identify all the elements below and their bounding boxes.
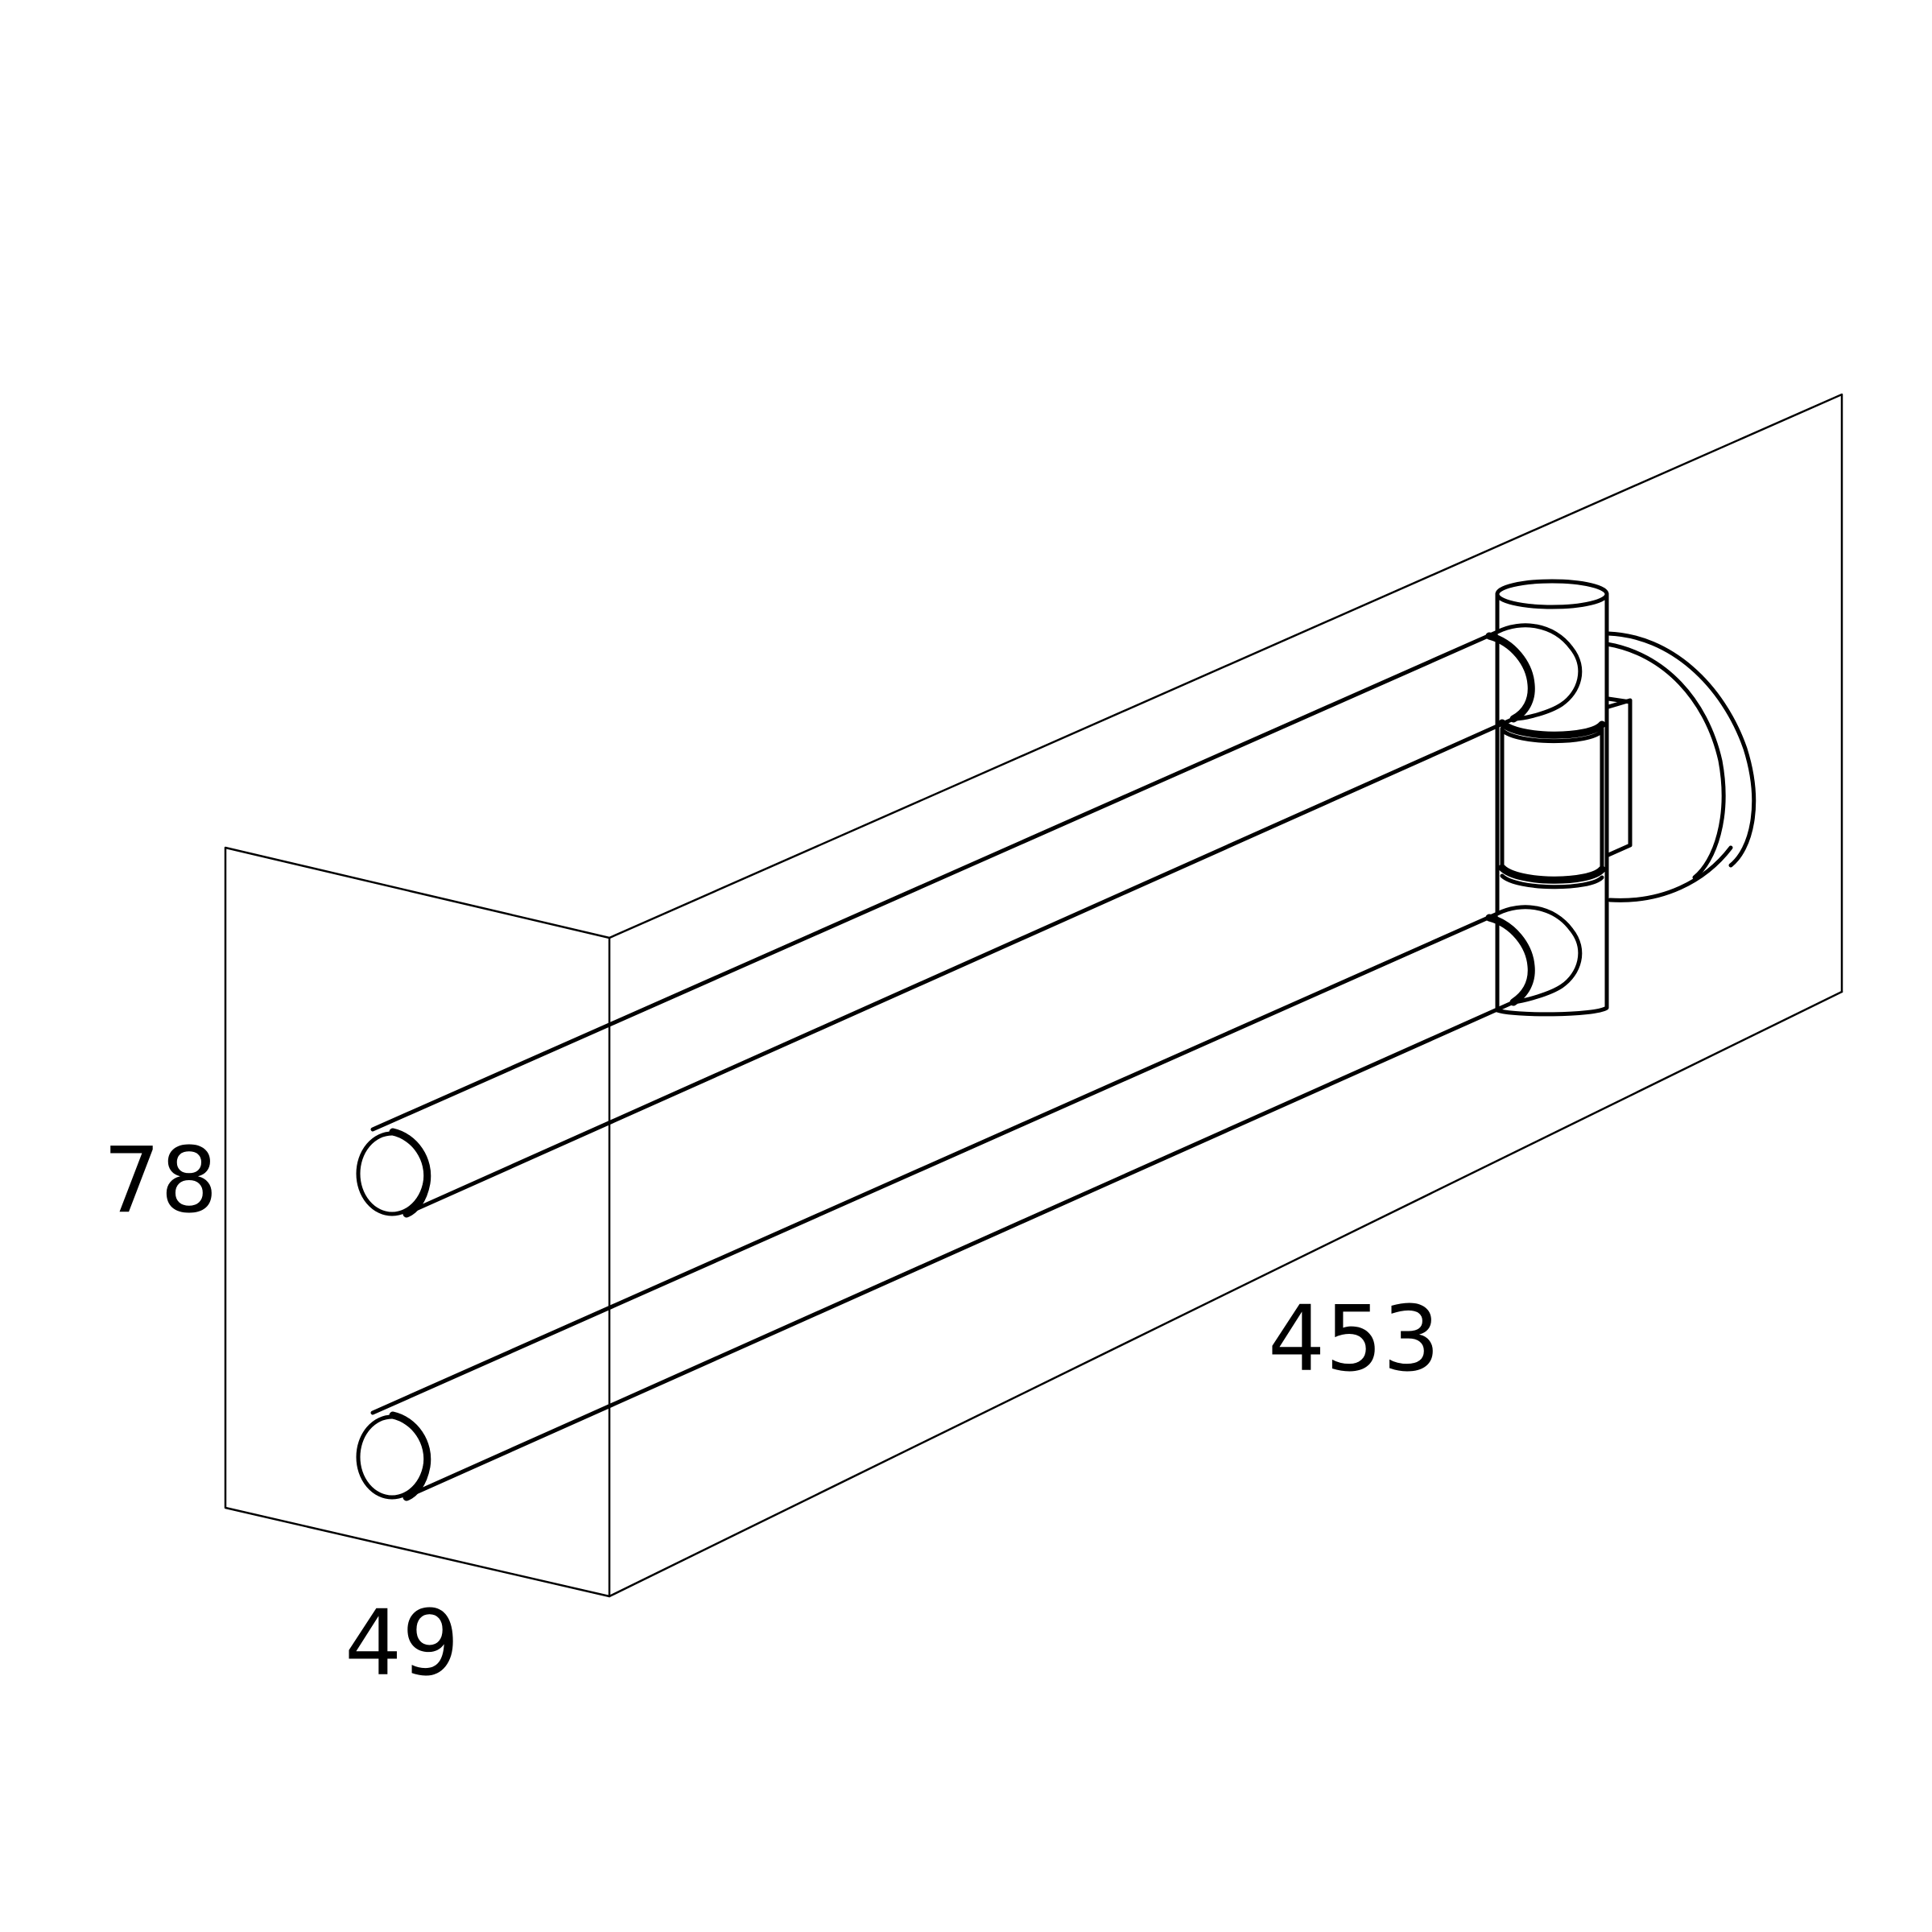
lower-bar-joint-face — [1485, 914, 1535, 1006]
lower-bar-bottom-edge — [408, 1000, 1516, 1497]
lower-bar-top-edge — [370, 911, 1500, 1415]
wall-plate-inner — [1604, 642, 1726, 880]
upper-bar-joint-face — [1485, 632, 1535, 723]
upper-bar-bottom-edge — [408, 716, 1516, 1214]
wall-plate-outer — [1606, 631, 1757, 868]
hub-ring-upper-bottom — [1500, 728, 1604, 744]
bracket-arm — [1606, 698, 1633, 857]
hub-ring-lower-bottom — [1500, 873, 1604, 890]
wall-bracket — [1604, 631, 1757, 902]
height-dimension-label: 78 — [103, 1129, 218, 1233]
upper-towel-bar — [356, 623, 1583, 1218]
box-bottom-edge — [608, 990, 1843, 1598]
bracket-arm-top — [1606, 696, 1633, 704]
hub-top-cap — [1495, 579, 1609, 609]
length-dimension-label: 453 — [1268, 1287, 1440, 1392]
box-top-edge — [608, 393, 1843, 993]
bounding-box — [224, 393, 1843, 1598]
lower-towel-bar — [356, 905, 1583, 1501]
upper-bar-end-cap-rim — [389, 1128, 431, 1218]
upper-bar-top-edge — [370, 630, 1500, 1132]
lower-bar-end-cap-rim — [389, 1411, 431, 1501]
hub-ring-upper-top — [1498, 719, 1606, 739]
upper-bar-joint-collar — [1495, 623, 1583, 721]
wall-plate-bottom — [1608, 845, 1733, 902]
hub-ring-lower-top — [1498, 864, 1606, 884]
depth-dimension-label: 49 — [345, 1591, 460, 1696]
